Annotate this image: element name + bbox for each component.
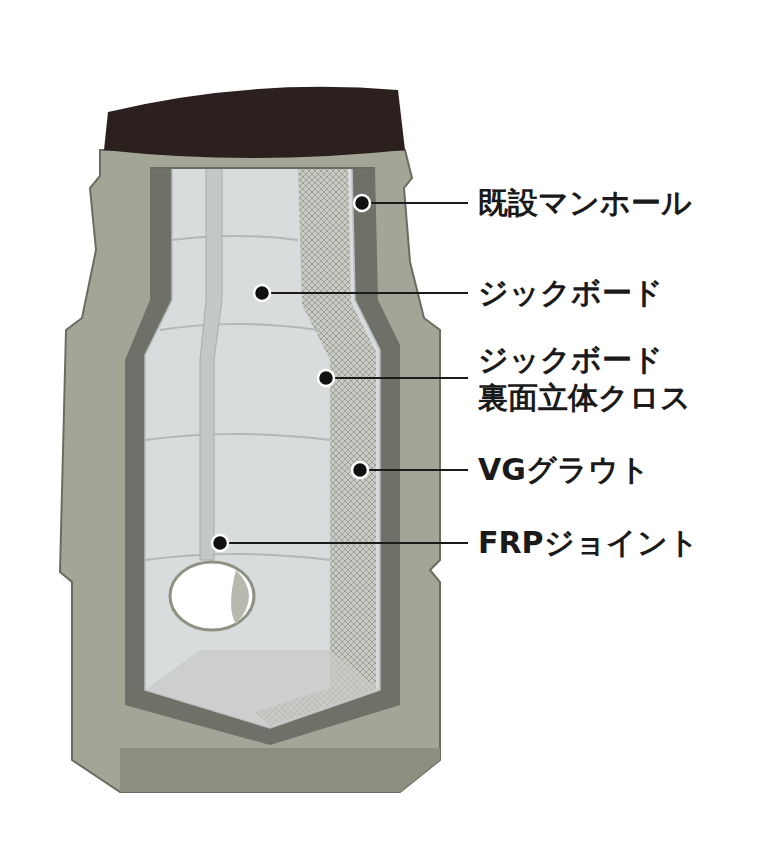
leader-dots bbox=[212, 195, 370, 551]
board-joints bbox=[145, 236, 330, 560]
part-label: VGグラウト bbox=[478, 451, 748, 489]
part-label: ジックボード bbox=[478, 274, 748, 312]
pipe-wall bbox=[231, 570, 249, 624]
invert bbox=[145, 650, 380, 728]
frp-joint bbox=[200, 168, 222, 560]
base-cut bbox=[120, 748, 440, 792]
part-label: 既設マンホール bbox=[478, 184, 748, 222]
back-cross bbox=[255, 168, 376, 726]
zick-board bbox=[145, 168, 380, 728]
cover bbox=[104, 87, 405, 158]
vg-grout bbox=[125, 168, 400, 745]
part-label: ジックボード 裏面立体クロス bbox=[478, 341, 748, 416]
part-label: FRPジョイント bbox=[478, 524, 748, 562]
leader-lines bbox=[220, 203, 468, 543]
pipe-opening bbox=[170, 562, 254, 630]
